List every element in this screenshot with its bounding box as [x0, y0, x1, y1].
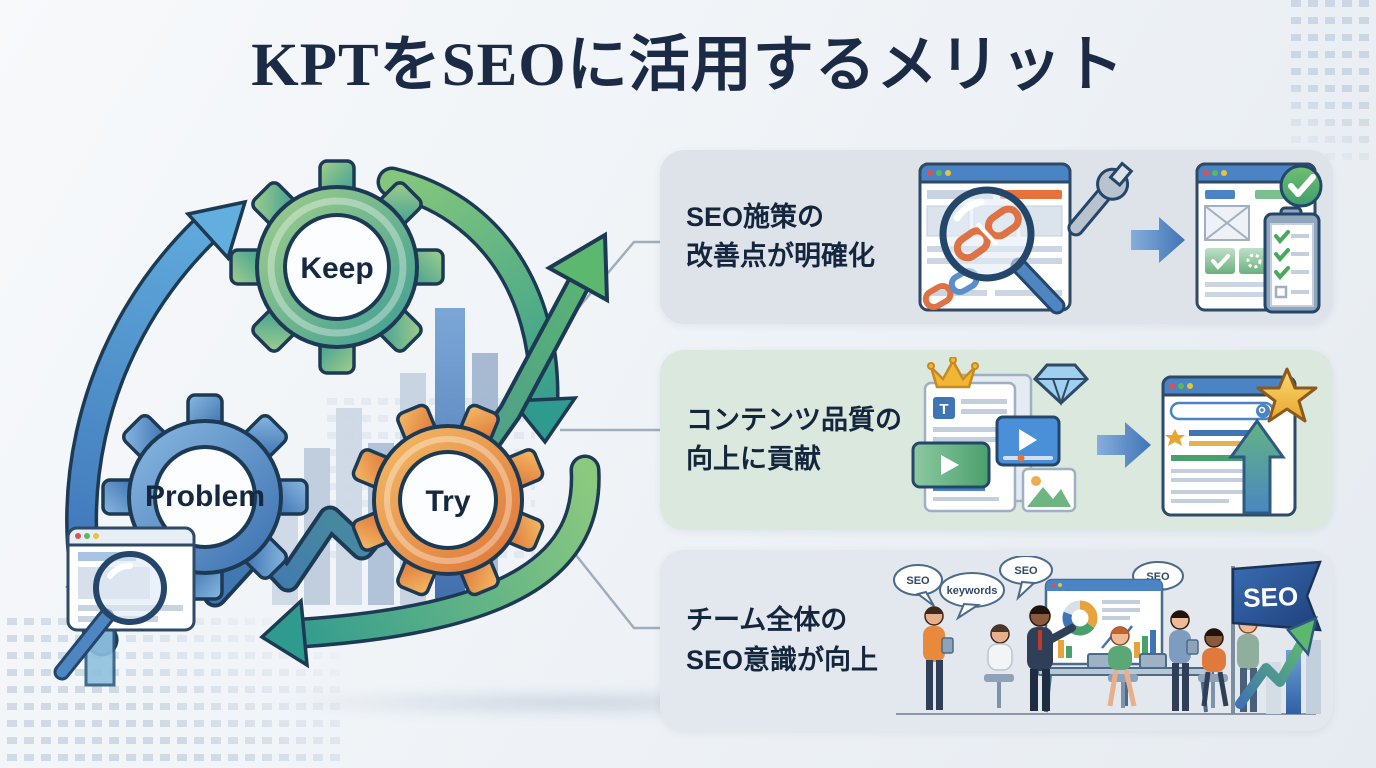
- bubble-2-label: keywords: [947, 585, 998, 597]
- kpt-cycle-diagram: Keep Problem Tr: [53, 159, 610, 687]
- benefit-3-line1: チーム全体の: [686, 605, 848, 636]
- laptop-icon: [1087, 653, 1167, 669]
- speech-bubble-icon: keywords: [939, 572, 1005, 621]
- cycle-arrow-teal: [259, 454, 601, 669]
- page-title: KPTをSEOに活用するメリット: [251, 32, 1125, 99]
- crown-icon: [927, 357, 979, 389]
- browser-magnifier-icon: [53, 526, 196, 681]
- problem-label: Problem: [145, 480, 265, 513]
- person-standing-orange: [923, 606, 954, 710]
- benefit-1-line2: 改善点が明確化: [686, 241, 875, 271]
- speech-bubble-icon: SEO: [999, 556, 1053, 602]
- benefit-card-3: チーム全体の SEO意識が向上 SEO keywords: [660, 550, 1333, 731]
- diamond-icon: [1032, 363, 1090, 407]
- benefit-3-line2: SEO意識が向上: [686, 644, 879, 675]
- person-sitting-orange-top: [1198, 628, 1229, 708]
- check-badge-icon: [1279, 164, 1323, 208]
- image-thumbnail-icon: [1021, 467, 1077, 513]
- person-sitting-green: [1107, 626, 1138, 708]
- video-player-icon: [911, 415, 1061, 489]
- benefit-2-illustration: T: [911, 357, 1318, 517]
- magnifier-icon: [939, 186, 1066, 315]
- up-arrow-icon: [1228, 418, 1286, 515]
- right-arrow-icon: [1131, 217, 1185, 263]
- benefit-3-illustration: SEO keywords SEO SEO: [893, 556, 1322, 715]
- benefit-2-line1: コンテンツ品質の: [686, 404, 902, 435]
- speech-bubble-icon: SEO: [893, 564, 943, 607]
- benefit-card-1: SEO施策の 改善点が明確化: [660, 150, 1333, 324]
- benefit-card-2: コンテンツ品質の 向上に貢献 T: [660, 350, 1333, 530]
- person-standing-blue: [1169, 610, 1199, 711]
- seo-flag-icon: SEO: [1231, 560, 1322, 714]
- person-presenter-suit: [1027, 605, 1076, 711]
- benefit-1-line1: SEO施策の: [686, 201, 825, 232]
- gear-keep: Keep: [229, 159, 445, 375]
- star-icon: [1256, 367, 1318, 423]
- benefit-3-text: チーム全体の SEO意識が向上: [686, 550, 878, 731]
- doc-letter: T: [939, 401, 948, 418]
- wrench-icon: [1067, 161, 1134, 237]
- benefit-2-text: コンテンツ品質の 向上に貢献: [686, 350, 902, 530]
- try-label: Try: [425, 485, 470, 518]
- right-arrow-icon: [1097, 422, 1151, 468]
- checklist-clipboard-icon: [1263, 206, 1321, 314]
- person-sitting-white-shirt: [984, 624, 1014, 708]
- benefit-2-line2: 向上に貢献: [686, 444, 821, 474]
- bubble-3-label: SEO: [1014, 565, 1038, 577]
- bubble-1-label: SEO: [906, 575, 930, 587]
- growth-arrow-icon: [1235, 615, 1321, 714]
- keep-label: Keep: [300, 252, 373, 285]
- gear-try: Try: [351, 403, 545, 597]
- presentation-chart-icon: [1044, 578, 1164, 666]
- flag-label: SEO: [1243, 581, 1299, 613]
- benefit-1-illustration: [918, 161, 1323, 315]
- benefit-1-text: SEO施策の 改善点が明確化: [686, 150, 875, 324]
